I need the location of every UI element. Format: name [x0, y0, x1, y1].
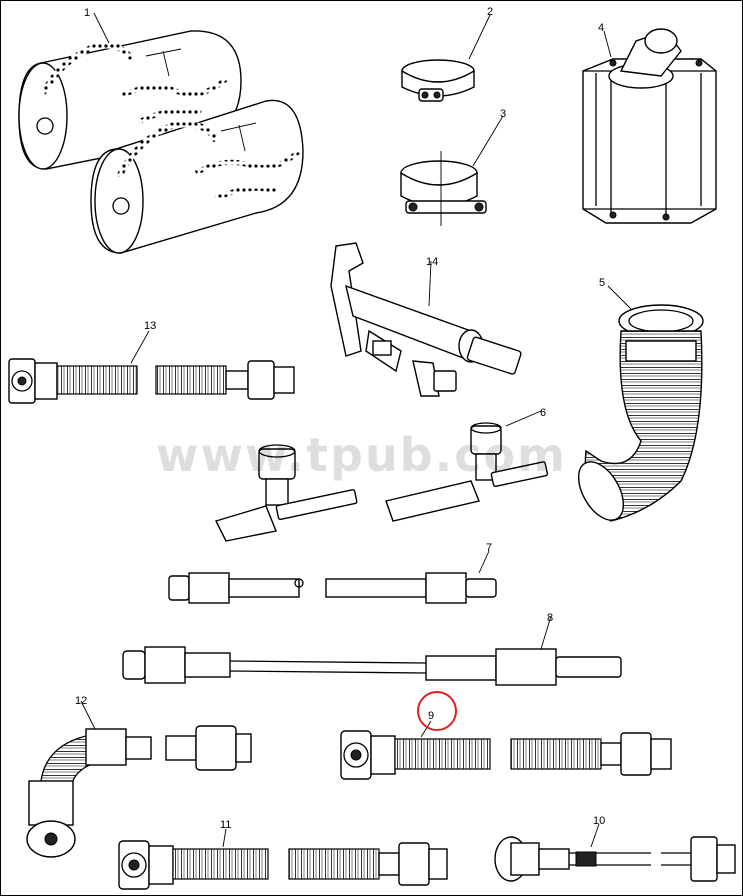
callout-8: 8: [547, 612, 553, 624]
callout-7: 7: [486, 542, 492, 554]
callout-10: 10: [593, 815, 605, 827]
callout-14: 14: [426, 256, 438, 268]
part-10-cable-fitting: [494, 823, 736, 882]
part-1-cylindrical-bags: [18, 12, 304, 254]
callout-12: 12: [75, 695, 87, 707]
part-12-elbow-connector: [26, 700, 252, 858]
callout-9: 9: [428, 710, 434, 722]
part-13-cable-connector: [8, 330, 295, 404]
callout-6: 6: [540, 407, 546, 419]
callout-labels: 1 2 3 4 5 6 7 8 9 10 11 12 13 14: [75, 6, 605, 831]
part-4-cylinder-frame: [582, 28, 717, 224]
callout-5: 5: [599, 277, 605, 289]
part-5-flexible-elbow: [577, 285, 704, 522]
callout-1: 1: [84, 7, 90, 19]
callout-3: 3: [500, 108, 506, 120]
part-8-tube-assembly: [122, 615, 622, 686]
part-11-cable-connector: [118, 828, 448, 890]
part-14-bracket-assembly: [330, 242, 522, 397]
highlight-circle: [417, 691, 457, 731]
part-9-cable-connector: [340, 720, 672, 780]
callout-11: 11: [220, 819, 231, 831]
part-7-hose-fitting: [168, 550, 497, 604]
callout-13: 13: [144, 320, 156, 332]
part-6-tee-fittings: [215, 410, 549, 542]
part-3-t-bolt-clamp: [400, 115, 504, 226]
part-2-hose-clamp: [401, 14, 491, 102]
callout-4: 4: [598, 22, 604, 34]
watermark-text: www.tpub.com: [156, 428, 567, 482]
callout-2: 2: [487, 6, 493, 18]
